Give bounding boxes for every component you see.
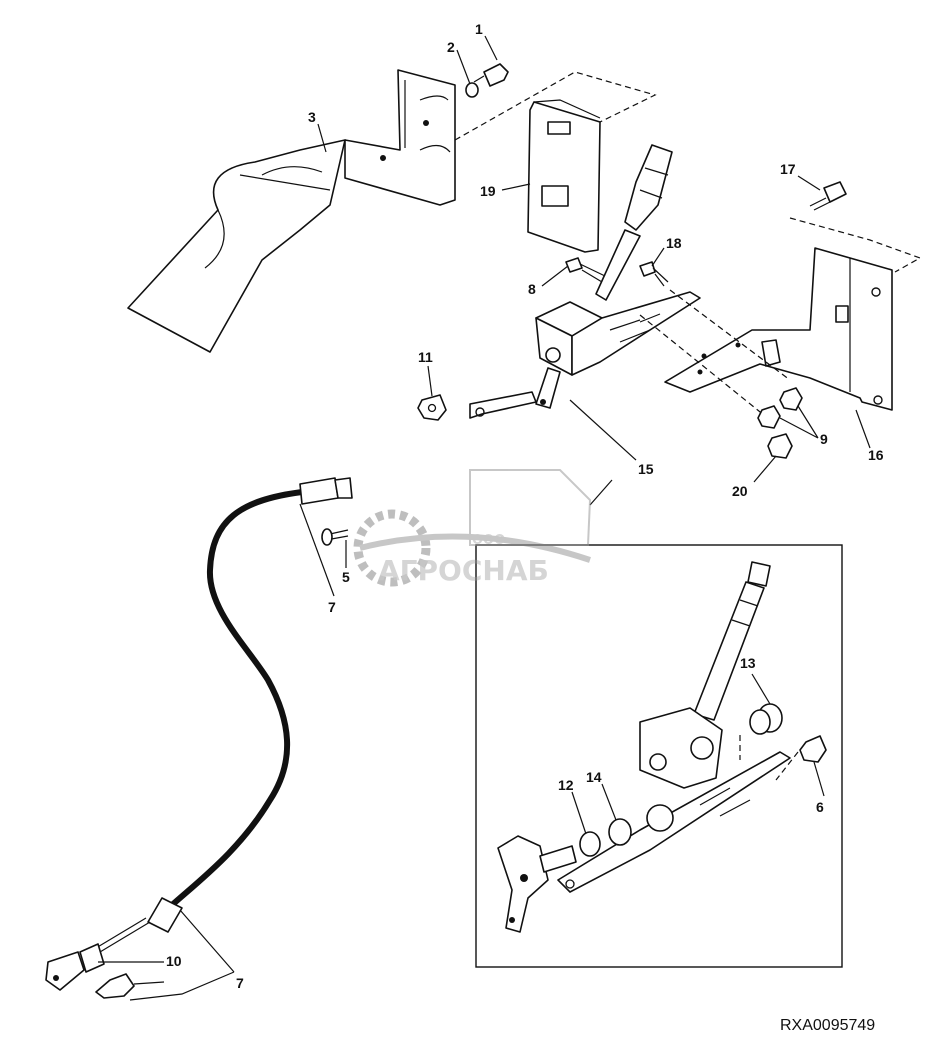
- assembly-line-17: [789, 217, 922, 273]
- callout-3: 3: [308, 109, 316, 125]
- assembly-line-15-nuts: [639, 314, 771, 421]
- watermark: ООО АГРОСНАБ: [353, 469, 592, 587]
- mounting-plate-part-16: [664, 247, 893, 411]
- bolt-part-8: [565, 257, 606, 283]
- leader-lines: [98, 35, 871, 1001]
- assembly-line-18: [669, 289, 791, 381]
- detail-bushing-part-13-lower: [608, 818, 632, 846]
- callout-7-upper: 7: [328, 599, 336, 615]
- callout-14: 6: [816, 799, 824, 815]
- bolt-part-18: [639, 261, 669, 287]
- washer-part-2: [465, 82, 479, 98]
- clip-part-11: [417, 394, 447, 421]
- callout-13-lower: 14: [586, 769, 602, 785]
- watermark-company-type: ООО: [472, 533, 505, 548]
- callout-13-upper: 13: [740, 655, 756, 671]
- callout-labels: 1 2 3 19 17 18 8 11 15 16 9 20 7 5 13 12…: [166, 21, 884, 991]
- detail-arm: [497, 835, 577, 933]
- detail-yoke: [639, 707, 723, 789]
- detail-lever-shaft: [693, 561, 771, 721]
- diagram-reference-code: RXA0095749: [780, 1017, 875, 1034]
- assembly-line-19: [454, 71, 657, 141]
- bolt-part-1: [473, 63, 509, 87]
- callout-17: 17: [780, 161, 796, 177]
- callout-2: 2: [447, 39, 455, 55]
- clip-part-10: [95, 973, 135, 999]
- guide-part-19: [527, 99, 601, 253]
- callout-18: 18: [666, 235, 682, 251]
- callout-15: 15: [638, 461, 654, 477]
- shroud-part-3: [127, 139, 346, 353]
- pin-part-5: [321, 528, 349, 546]
- callout-7-lower: 7: [236, 975, 244, 991]
- lever-grip: [595, 144, 673, 301]
- detail-bushing-part-13-upper: [749, 703, 783, 735]
- detail-washer-part-12: [579, 831, 601, 857]
- mount-bracket: [344, 69, 456, 206]
- combine-harvester-icon: [469, 469, 592, 546]
- callout-9: 9: [820, 431, 828, 447]
- nut-part-9-a: [779, 387, 803, 411]
- detail-assembly-line: [739, 735, 799, 781]
- gear-icon: [353, 509, 431, 587]
- callout-16: 16: [868, 447, 884, 463]
- detail-clip-part-14: [799, 735, 827, 763]
- nut-part-9-b: [757, 405, 781, 429]
- callout-19: 19: [480, 183, 496, 199]
- watermark-company-name: АГРОСНАБ: [378, 554, 549, 587]
- callout-5: 5: [342, 569, 350, 585]
- callout-11: 11: [418, 349, 433, 365]
- cable-part-7: [45, 477, 353, 991]
- pivot-assembly-part-15: [469, 291, 701, 419]
- callout-6: 10: [166, 953, 182, 969]
- bolt-part-17: [809, 181, 847, 211]
- detail-inset-frame: [475, 544, 843, 968]
- detail-plate: [557, 751, 791, 893]
- callout-8: 8: [528, 281, 536, 297]
- callout-12: 12: [558, 777, 574, 793]
- callout-1: 1: [475, 21, 483, 37]
- callout-20: 20: [732, 483, 748, 499]
- nut-part-20: [767, 433, 793, 459]
